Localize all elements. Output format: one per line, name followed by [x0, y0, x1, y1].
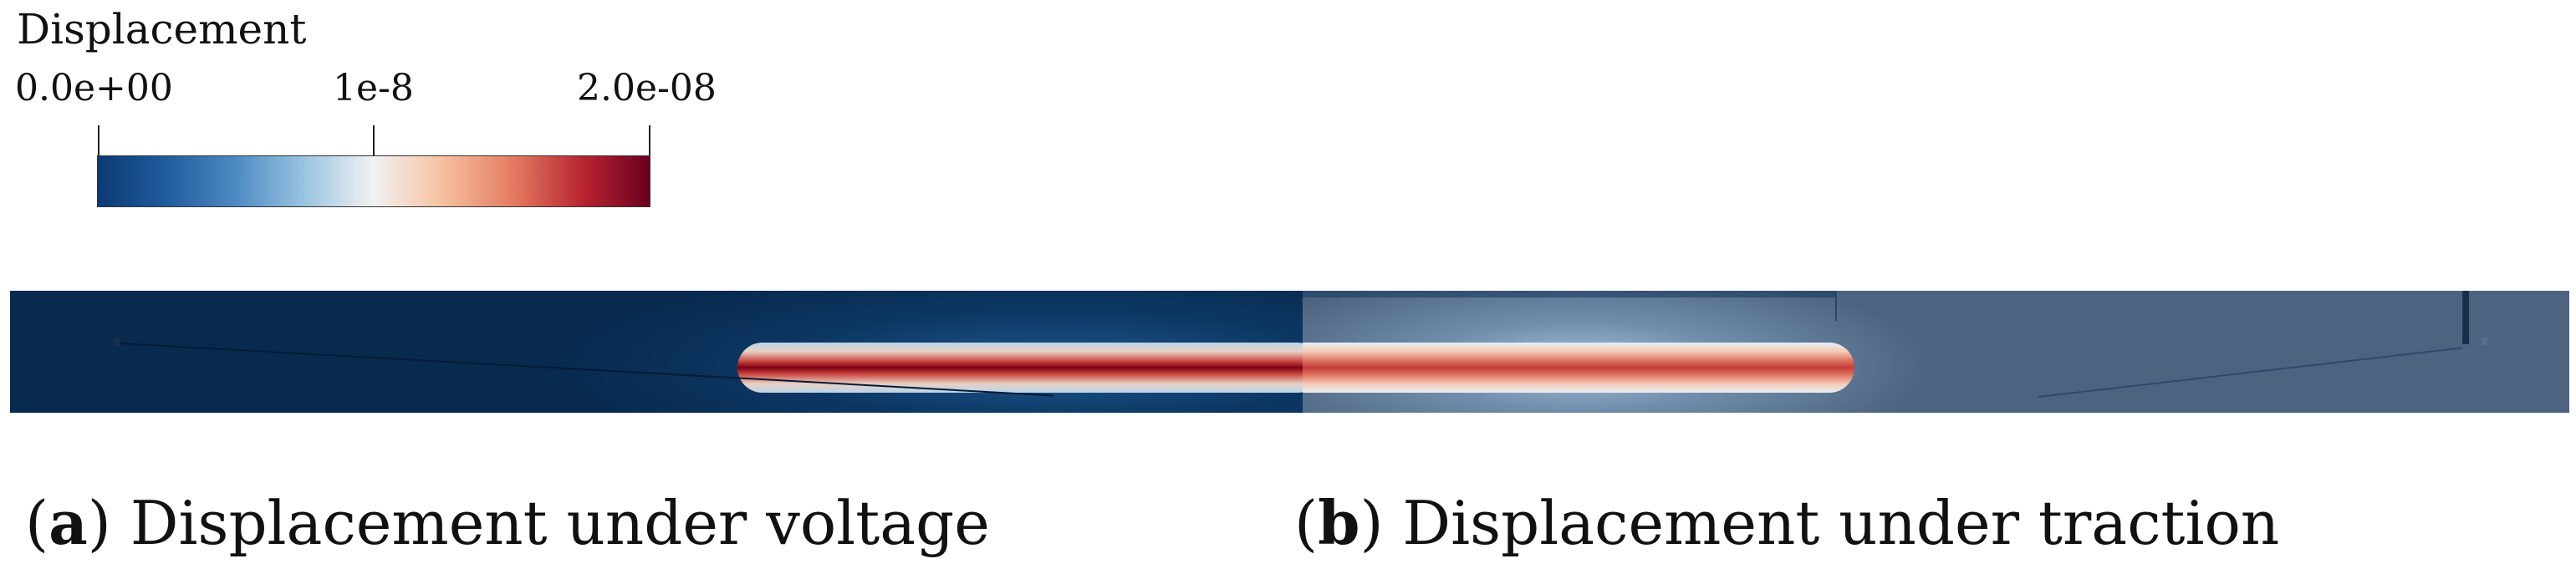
colorbar-max-label: 2.0e-08 [577, 67, 717, 109]
panel-b-top-edge [1303, 291, 1836, 297]
panel-a-anchor-marker [114, 338, 120, 346]
caption-b-letter: b [1318, 487, 1360, 558]
panel-a-displacement-field [10, 291, 1303, 413]
panel-a-displacement-band [737, 343, 1303, 393]
colorbar-title: Displacement [17, 5, 307, 53]
colorbar-mid-tick [373, 125, 375, 157]
panel-b-divider [1835, 291, 1837, 321]
panel-b-displacement-band [1303, 343, 1854, 393]
caption-b: (b) Displacement under traction [1294, 487, 2280, 558]
colorbar-min-tick [98, 125, 99, 157]
colorbar-gradient [97, 155, 650, 207]
colorbar-max-tick [649, 125, 650, 157]
panel-b-anchor-marker [2482, 338, 2487, 345]
colorbar-min-label: 0.0e+00 [15, 67, 173, 109]
caption-a-letter: a [48, 487, 88, 558]
colorbar-mid-label: 1e-8 [333, 67, 414, 109]
caption-a-text: Displacement under voltage [130, 488, 990, 558]
caption-a: (a) Displacement under voltage [25, 487, 990, 558]
panel-b-displacement-field [1303, 291, 2569, 413]
caption-b-text: Displacement under traction [1402, 488, 2280, 558]
panel-b-clamp [2462, 291, 2469, 344]
